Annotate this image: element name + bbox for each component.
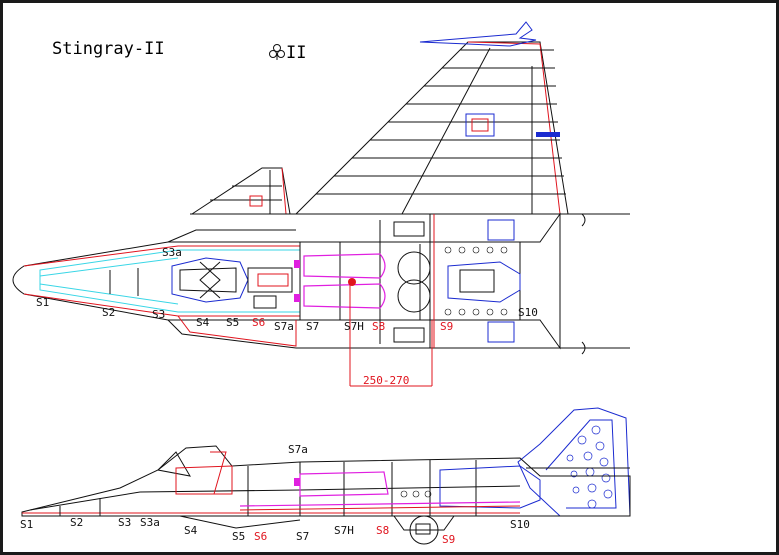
plan-station-label: S3a: [162, 246, 182, 259]
plan-fuselage: [12, 212, 561, 350]
profile-station-label: S3: [118, 516, 131, 529]
profile-station-label: S1: [20, 518, 33, 531]
profile-station-label: S6: [254, 530, 267, 543]
profile-station-label: S7H: [334, 524, 354, 537]
plan-station-label: S2: [102, 306, 115, 319]
plan-station-label: S9: [440, 320, 453, 333]
profile-station-label: S3a: [140, 516, 160, 529]
plan-station-label: S4: [196, 316, 210, 329]
profile-tail: [517, 407, 631, 517]
profile-station-label: S7: [296, 530, 309, 543]
plan-station-label: S6: [252, 316, 265, 329]
plan-station-label: S3: [152, 308, 165, 321]
plan-station-label: S8: [372, 320, 385, 333]
profile-station-label: S8: [376, 524, 389, 537]
plan-station-label: S5: [226, 316, 239, 329]
profile-station-label: S4: [184, 524, 198, 537]
plan-station-label: S7H: [344, 320, 364, 333]
logo: II: [269, 43, 306, 63]
plan-wing: [294, 41, 569, 215]
profile-station-label: S2: [70, 516, 83, 529]
profile-station-label: S5: [232, 530, 245, 543]
profile-fuselage: [21, 445, 631, 545]
plan-station-label: S7: [306, 320, 319, 333]
plan-canard: [190, 167, 291, 215]
logo-text: II: [286, 43, 306, 63]
plan-station-label: S1: [36, 296, 49, 309]
plan-station-label: S10: [518, 306, 538, 319]
club-icon: [269, 44, 285, 60]
dimension-callout: 250-270: [349, 284, 433, 387]
profile-station-label: S7a: [288, 443, 308, 456]
drawing-title: Stingray-II: [52, 39, 165, 59]
dimension-label: 250-270: [363, 374, 409, 387]
plan-station-label: S7a: [274, 320, 294, 333]
profile-station-label: S9: [442, 533, 455, 546]
plan-lower-strake: [167, 229, 297, 349]
plan-fin-tip: [419, 21, 537, 47]
profile-station-label: S10: [510, 518, 530, 531]
